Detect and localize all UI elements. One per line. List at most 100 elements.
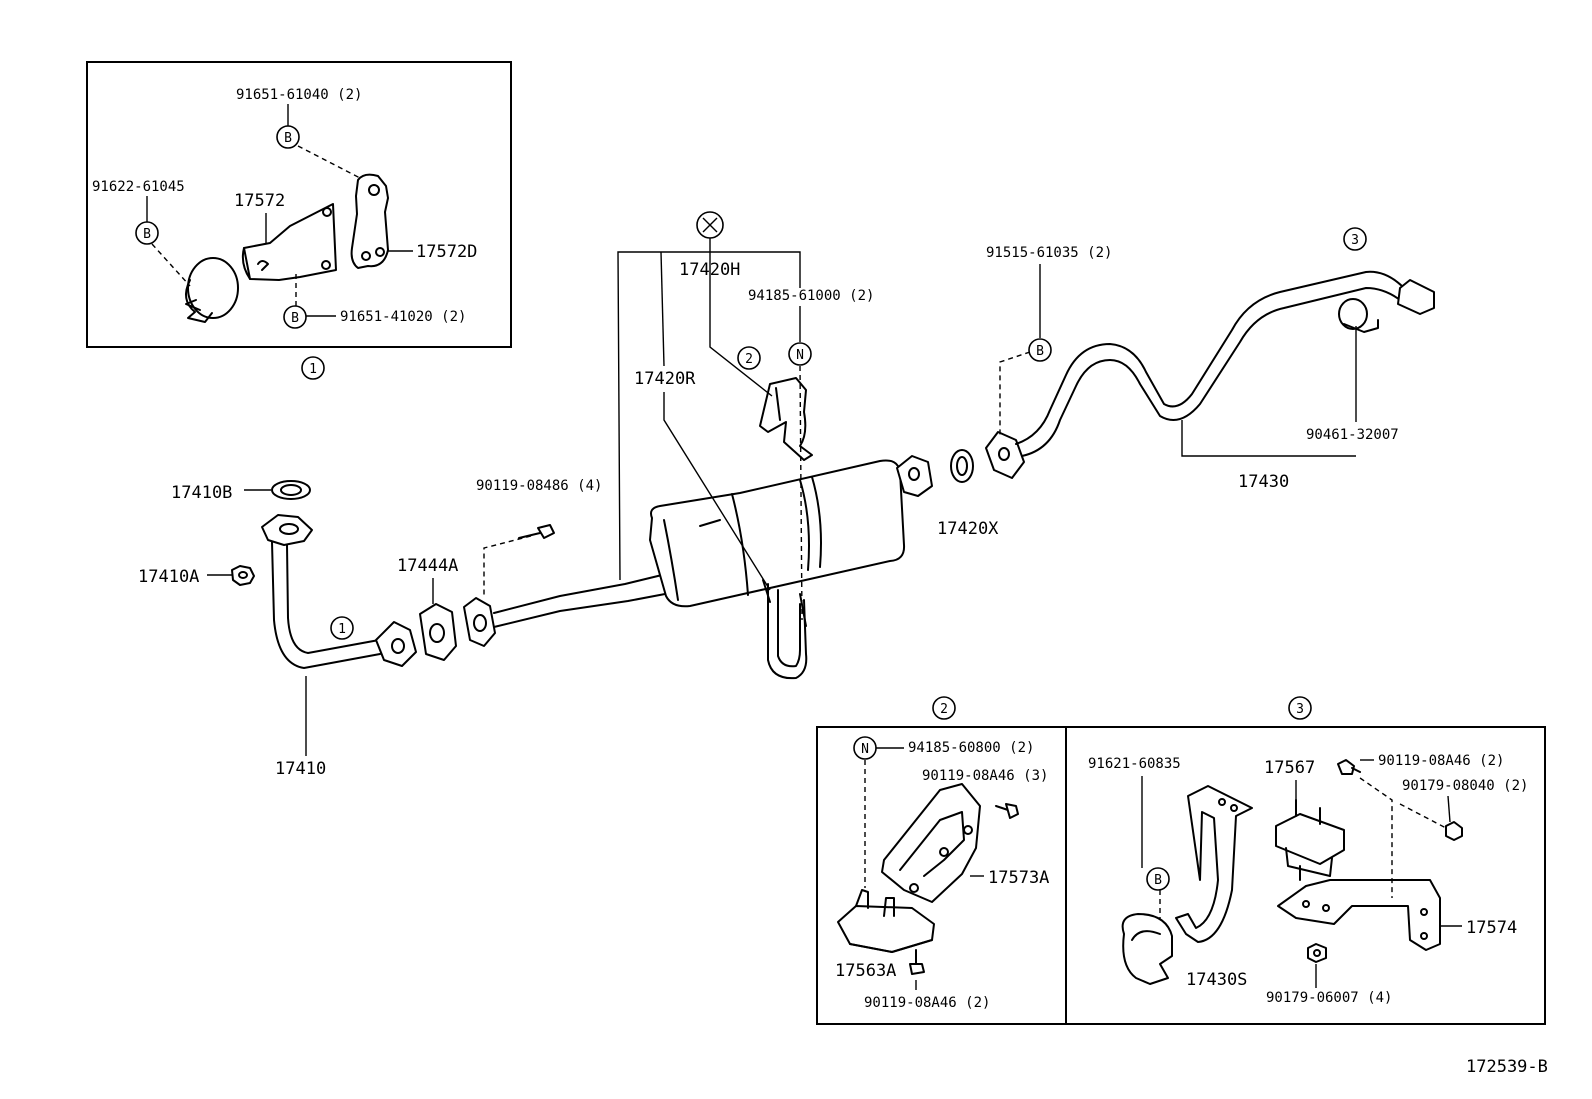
muffler-17420	[649, 455, 933, 608]
label-17574: 17574	[1466, 918, 1517, 938]
label-17572d: 17572D	[416, 242, 477, 262]
label-17430s: 17430S	[1186, 970, 1247, 990]
gasket-17420x	[950, 449, 974, 483]
label-17410: 17410	[275, 759, 326, 779]
label-17563a: 17563A	[835, 961, 896, 981]
label-17430: 17430	[1238, 472, 1289, 492]
inset-1: 91651-61040 (2) 91622-61045 17572 17572D…	[86, 61, 512, 348]
leader-90179-08040	[1447, 795, 1451, 823]
label-17420x: 17420X	[937, 519, 999, 539]
bolt-90119-08a46-2	[909, 949, 925, 975]
hanger-17572d	[350, 173, 389, 269]
label-90119-08a46-3: 90119-08A46 (3)	[922, 768, 1048, 784]
label-90461-32007: 90461-32007	[1306, 427, 1399, 443]
mount-17563a	[837, 889, 935, 953]
nut-90179-08040	[1445, 821, 1463, 841]
exhaust-clamp-ring	[185, 257, 239, 323]
marker-x-icon	[696, 211, 724, 239]
inset-1-reference: 1	[301, 356, 325, 380]
isolator-17567	[1275, 799, 1345, 881]
marker-b-icon: B	[1028, 338, 1052, 362]
svg-text:3: 3	[1296, 702, 1304, 717]
marker-n-icon: N	[788, 342, 812, 366]
label-90119-08a46-2: 90119-08A46 (2)	[864, 995, 990, 1011]
svg-text:B: B	[284, 131, 292, 146]
label-91622-61045: 91622-61045	[92, 179, 185, 195]
hanger-17430s	[1175, 785, 1253, 943]
marker-b-icon: B	[1146, 867, 1170, 891]
label-17573a: 17573A	[988, 868, 1049, 888]
mid-pipe-flange	[463, 574, 666, 647]
inset-2-3-frame	[816, 726, 1546, 1025]
bracket-17573a	[881, 783, 981, 903]
gasket-17444a	[419, 603, 457, 661]
label-91515-61035: 91515-61035 (2)	[986, 245, 1112, 261]
bolt-90119-08486	[518, 524, 555, 539]
dash-91622-61045	[151, 243, 191, 287]
label-91651-41020: 91651-41020 (2)	[340, 309, 466, 325]
label-90179-06007: 90179-06007 (4)	[1266, 990, 1392, 1006]
bolt-90119-08a46-2b	[1337, 759, 1361, 775]
muffler-strap	[762, 579, 808, 680]
front-pipe-17410	[261, 514, 417, 669]
label-94185-61000: 94185-61000 (2)	[748, 288, 874, 304]
inset-2-reference: 2	[932, 696, 956, 720]
marker-b-icon: B	[135, 221, 159, 245]
leader-17420r-top	[660, 251, 665, 367]
svg-text:3: 3	[1351, 233, 1359, 248]
clamp-91621-60835	[1121, 913, 1173, 985]
svg-text:2: 2	[940, 702, 948, 717]
label-94185-60800: 94185-60800 (2)	[908, 740, 1034, 756]
tail-pipe-17430	[985, 270, 1435, 479]
marker-1-icon: 1	[330, 616, 354, 640]
inset-3: 91621-60835 17567 90119-08A46 (2) 90179-…	[1088, 753, 1528, 1006]
inset-2: 94185-60800 (2) 90119-08A46 (3) 17573A 1…	[835, 736, 1049, 1011]
label-90179-08040: 90179-08040 (2)	[1402, 778, 1528, 794]
leader-17430	[1181, 420, 1356, 457]
diagram-code: 172539-B	[1466, 1057, 1548, 1077]
leader-17420h-hanger	[709, 252, 773, 397]
dash-94185-61000	[799, 365, 803, 621]
svg-text:N: N	[861, 742, 869, 757]
inset-3-reference: 3	[1288, 696, 1312, 720]
svg-text:B: B	[1154, 873, 1162, 888]
label-90119-08486: 90119-08486 (4)	[476, 478, 602, 494]
svg-text:B: B	[1036, 344, 1044, 359]
svg-text:B: B	[143, 227, 151, 242]
svg-text:1: 1	[338, 622, 346, 637]
marker-2-icon: 2	[737, 346, 761, 370]
svg-text:1: 1	[309, 362, 317, 377]
label-17444a: 17444A	[397, 556, 458, 576]
leader-17420r-strap	[663, 392, 771, 591]
nut-17410a	[231, 565, 255, 586]
bolt-90119-08a46-3	[995, 803, 1019, 819]
clamp-90461-32007	[1338, 298, 1379, 333]
pipe-17572	[241, 203, 337, 281]
label-17410b: 17410B	[171, 483, 232, 503]
label-17420r: 17420R	[634, 369, 696, 389]
svg-text:2: 2	[745, 352, 753, 367]
dash-91651-61040	[297, 145, 361, 179]
label-17567: 17567	[1264, 758, 1315, 778]
marker-b-icon: B	[276, 125, 300, 149]
main-assembly: 17410B 17410A 17410 17444A 90119-08486 (…	[138, 211, 1435, 779]
marker-b-icon: B	[283, 305, 307, 329]
label-17572: 17572	[234, 191, 285, 211]
dash-90179-08040	[1399, 803, 1447, 829]
marker-3-icon: 3	[1343, 227, 1367, 251]
gasket-17410b	[271, 480, 311, 500]
dash-90119-08a46-2b	[1359, 777, 1393, 898]
label-17410a: 17410A	[138, 567, 199, 587]
marker-n-icon: N	[853, 736, 877, 760]
hanger-17420h	[759, 377, 813, 461]
label-91621-60835: 91621-60835	[1088, 756, 1181, 772]
leader-17420-assembly	[617, 251, 801, 581]
nut-90179-06007	[1307, 943, 1327, 963]
label-90119-08a46-2b: 90119-08A46 (2)	[1378, 753, 1504, 769]
bracket-17574	[1277, 879, 1441, 951]
svg-text:N: N	[796, 348, 804, 363]
label-91651-61040: 91651-61040 (2)	[236, 87, 362, 103]
dash-90119-08486	[483, 535, 532, 598]
svg-text:B: B	[291, 311, 299, 326]
